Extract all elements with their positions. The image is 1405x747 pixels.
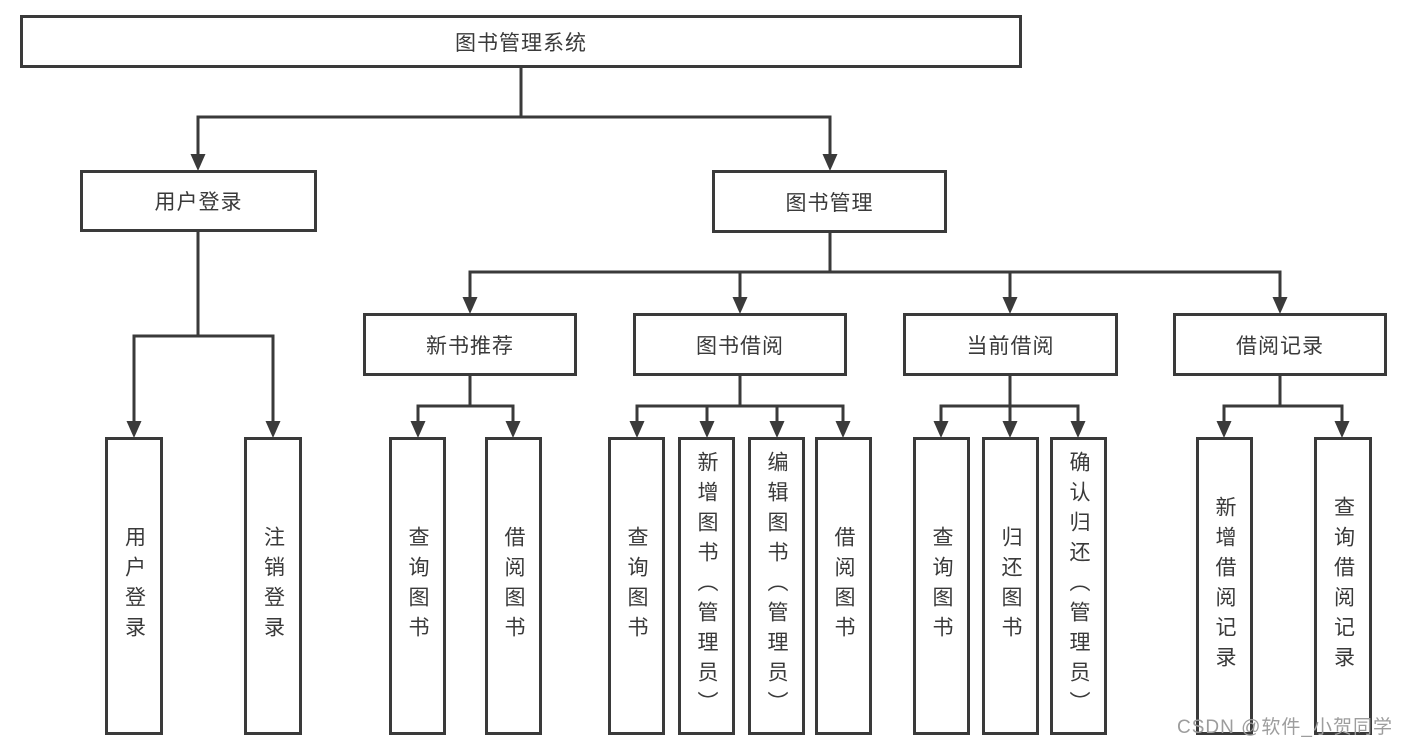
node-new-book-recommendation: 新书推荐 bbox=[363, 313, 577, 376]
node-library-management-system: 图书管理系统 bbox=[20, 15, 1022, 68]
leaf-borrow-books: 借阅图书 bbox=[815, 437, 872, 735]
node-label: 用户登录 bbox=[122, 526, 146, 646]
node-label: 查询图书 bbox=[625, 526, 648, 646]
leaf-edit-books-admin: 编辑图书（管理员） bbox=[748, 437, 805, 735]
csdn-watermark: CSDN @软件_小贺同学 bbox=[1177, 717, 1393, 738]
node-borrowing-records: 借阅记录 bbox=[1173, 313, 1387, 376]
node-label: 图书管理 bbox=[785, 191, 874, 215]
leaf-query-books-recommend: 查询图书 bbox=[389, 437, 446, 735]
leaf-query-books-borrow: 查询图书 bbox=[608, 437, 665, 735]
node-label: 确认归还（管理员） bbox=[1067, 451, 1090, 721]
leaf-return-books: 归还图书 bbox=[982, 437, 1039, 735]
node-current-borrowing: 当前借阅 bbox=[903, 313, 1118, 376]
leaf-user-login: 用户登录 bbox=[105, 437, 163, 735]
node-label: 图书管理系统 bbox=[455, 31, 587, 55]
node-book-borrowing: 图书借阅 bbox=[633, 313, 847, 376]
node-book-management: 图书管理 bbox=[712, 170, 947, 233]
node-label: 编辑图书（管理员） bbox=[765, 451, 788, 721]
node-label: 新增借阅记录 bbox=[1213, 496, 1236, 676]
leaf-borrow-books-recommend: 借阅图书 bbox=[485, 437, 542, 735]
leaf-logout: 注销登录 bbox=[244, 437, 302, 735]
node-label: 借阅图书 bbox=[502, 526, 525, 646]
node-label: 新增图书（管理员） bbox=[695, 451, 718, 721]
node-label: 注销登录 bbox=[261, 526, 285, 646]
node-label: 新书推荐 bbox=[426, 334, 514, 358]
node-label: 借阅记录 bbox=[1236, 334, 1324, 358]
leaf-add-borrow-record: 新增借阅记录 bbox=[1196, 437, 1253, 735]
leaf-add-books-admin: 新增图书（管理员） bbox=[678, 437, 735, 735]
node-label: 查询图书 bbox=[406, 526, 429, 646]
node-label: 查询借阅记录 bbox=[1331, 496, 1355, 676]
node-label: 借阅图书 bbox=[832, 526, 855, 646]
leaf-confirm-return-admin: 确认归还（管理员） bbox=[1050, 437, 1107, 735]
node-user-login: 用户登录 bbox=[80, 170, 317, 232]
leaf-query-books-current: 查询图书 bbox=[913, 437, 970, 735]
node-label: 归还图书 bbox=[999, 526, 1022, 646]
node-label: 查询图书 bbox=[930, 526, 953, 646]
leaf-query-borrow-record: 查询借阅记录 bbox=[1314, 437, 1372, 735]
node-label: 当前借阅 bbox=[966, 334, 1055, 358]
node-label: 用户登录 bbox=[154, 191, 243, 214]
node-label: 图书借阅 bbox=[696, 334, 784, 358]
